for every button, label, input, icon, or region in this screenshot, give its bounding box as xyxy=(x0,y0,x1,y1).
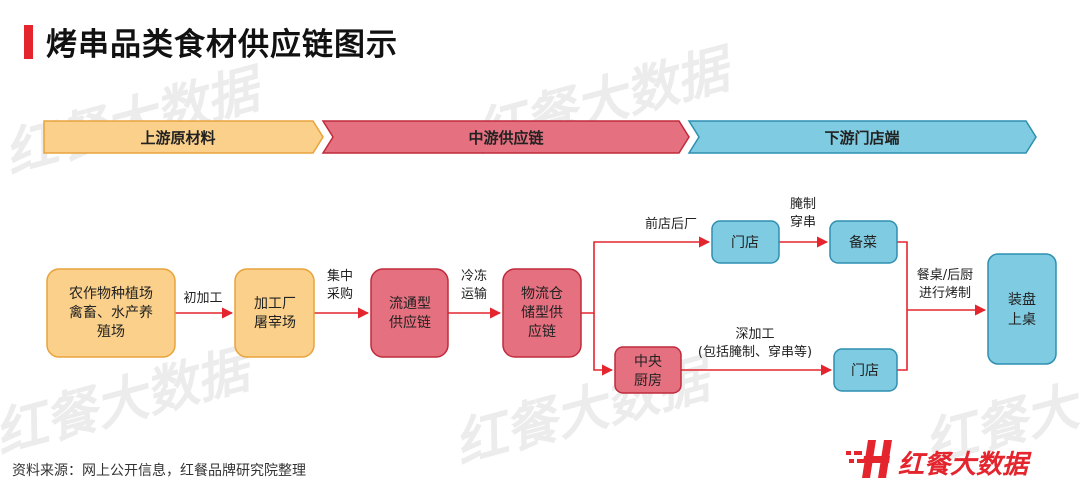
edge-label-marinate-line1: 腌制 xyxy=(790,197,816,212)
node-logistics-line3: 应链 xyxy=(528,323,556,340)
edge-label-procure-line2: 采购 xyxy=(327,286,353,302)
stage-banner-upstream xyxy=(43,120,324,154)
node-factory-line1: 加工厂 xyxy=(254,296,296,312)
node-logistics xyxy=(502,268,582,358)
edge-label-front-store: 前店后厂 xyxy=(645,216,697,232)
node-factory xyxy=(234,268,315,358)
edge-label-cold-line2: 运输 xyxy=(461,286,487,302)
node-store-bottom-label: 门店 xyxy=(851,363,879,379)
node-factory-line2: 屠宰场 xyxy=(254,315,296,331)
node-central-kitchen-line2: 厨房 xyxy=(634,373,662,389)
source-note: 资料来源：网上公开信息，红餐品牌研究院整理 xyxy=(12,463,306,479)
node-store-bottom xyxy=(833,348,898,392)
stage-label-midstream: 中游供应链 xyxy=(468,129,544,147)
node-plate-line1: 装盘 xyxy=(1008,291,1036,308)
node-circulation xyxy=(370,268,449,358)
edge-label-processing: 初加工 xyxy=(183,291,222,306)
edge-label-cold-line1: 冷冻 xyxy=(461,268,487,284)
brand-mark-icon xyxy=(846,440,892,478)
edge-branch-store xyxy=(581,236,711,314)
node-logistics-line1: 物流仓 xyxy=(521,286,563,302)
node-central-kitchen-line1: 中央 xyxy=(634,354,662,370)
node-prep xyxy=(829,220,898,264)
edge-prep-merge xyxy=(897,241,908,310)
stage-label-upstream: 上游原材料 xyxy=(140,129,215,147)
stage-banner-midstream xyxy=(321,120,690,154)
node-central-kitchen xyxy=(614,346,682,394)
node-plate-line2: 上桌 xyxy=(1008,312,1036,328)
stage-banner-downstream xyxy=(687,120,1037,154)
connectors xyxy=(175,236,987,376)
edge-branch-kitchen xyxy=(593,313,614,376)
title-accent-bar xyxy=(24,25,33,59)
page-title: 烤串品类食材供应链图示 xyxy=(46,27,398,63)
brand-logo: 红餐大数据 xyxy=(846,440,1032,480)
edge-label-grill-line2: 进行烤制 xyxy=(919,286,971,301)
node-farm xyxy=(46,268,176,358)
node-logistics-line2: 储型供 xyxy=(521,305,563,321)
edge-label-deep-line2: (包括腌制、穿串等) xyxy=(698,344,812,360)
node-plate xyxy=(987,253,1057,365)
edge-label-marinate-line2: 穿串 xyxy=(790,214,816,230)
node-farm-line1: 农作物种植场 xyxy=(69,286,153,302)
node-farm-line3: 殖场 xyxy=(97,323,125,340)
stage-label-downstream: 下游门店端 xyxy=(824,129,899,147)
brand-name: 红餐大数据 xyxy=(898,450,1032,480)
node-prep-label: 备菜 xyxy=(849,234,877,251)
edge-label-deep-line1: 深加工 xyxy=(735,327,774,342)
node-store-top xyxy=(711,220,780,264)
node-circulation-line1: 流通型 xyxy=(389,296,431,312)
edge-label-procure-line1: 集中 xyxy=(327,268,353,284)
node-store-top-label: 门店 xyxy=(731,235,759,251)
edge-label-grill-line1: 餐桌/后厨 xyxy=(917,267,973,283)
node-circulation-line2: 供应链 xyxy=(389,314,431,331)
node-farm-line2: 禽畜、水产养 xyxy=(69,304,153,321)
edge-store-merge xyxy=(897,310,908,371)
